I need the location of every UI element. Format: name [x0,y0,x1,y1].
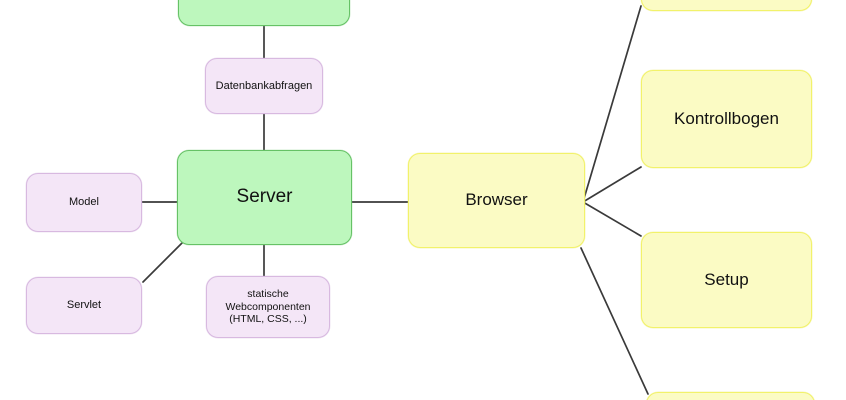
node-server-label: Server [236,186,293,208]
edge-browser-bottomyellow [580,247,649,395]
edge-browser-kontrollbogen [582,166,642,203]
node-datenbankabfragen-label: Datenbankabfragen [215,79,313,92]
node-datenbankabfragen[interactable]: Datenbankabfragen [205,58,323,114]
node-setup-label: Setup [704,269,749,289]
node-top-yellow[interactable] [641,0,812,11]
node-model-label: Model [69,196,99,209]
node-browser[interactable]: Browser [408,153,585,248]
node-setup[interactable]: Setup [641,232,812,328]
node-statische-webcomponenten[interactable]: statische Webcomponenten (HTML, CSS, ...… [206,276,330,338]
node-server[interactable]: Server [177,150,352,245]
node-kontrollbogen[interactable]: Kontrollbogen [641,70,812,168]
edge-servlet-server [142,242,183,283]
node-bottom-yellow[interactable] [646,392,815,400]
node-top-green[interactable] [178,0,350,26]
edge-browser-setup [582,201,642,237]
edge-browser-topyellow [582,5,642,203]
node-statische-webcomponenten-label: statische Webcomponenten (HTML, CSS, ...… [225,288,311,326]
node-model[interactable]: Model [26,173,142,232]
node-servlet[interactable]: Servlet [26,277,142,334]
node-kontrollbogen-label: Kontrollbogen [674,108,779,128]
node-browser-label: Browser [465,190,528,210]
node-servlet-label: Servlet [66,299,102,312]
